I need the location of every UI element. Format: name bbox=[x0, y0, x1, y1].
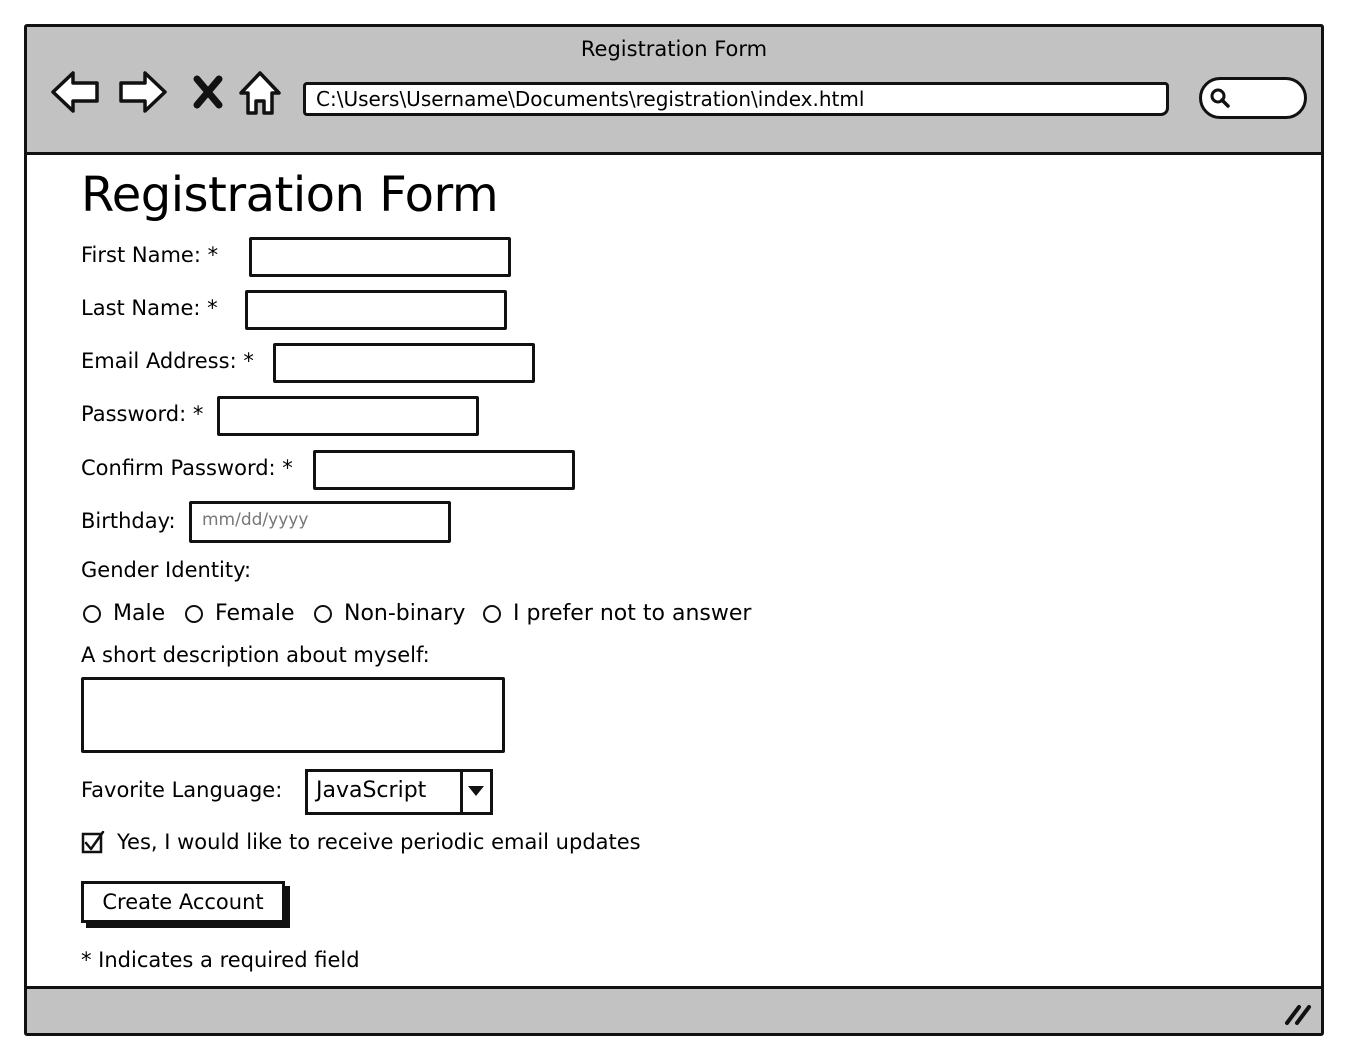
home-icon[interactable] bbox=[233, 65, 287, 119]
language-select[interactable]: JavaScript bbox=[305, 769, 493, 815]
password-input[interactable] bbox=[217, 396, 479, 436]
description-label: A short description about myself: bbox=[81, 643, 430, 667]
create-account-button[interactable]: Create Account bbox=[81, 881, 285, 923]
first-name-input[interactable] bbox=[249, 237, 511, 277]
language-label: Favorite Language: bbox=[81, 778, 283, 802]
chevron-down-icon bbox=[468, 786, 484, 796]
confirm-password-label: Confirm Password: * bbox=[81, 456, 293, 480]
forward-arrow-icon[interactable] bbox=[115, 65, 169, 119]
window-title: Registration Form bbox=[580, 37, 768, 61]
gender-option-label: Non-binary bbox=[344, 601, 466, 626]
description-textarea[interactable] bbox=[81, 677, 505, 753]
required-footnote: * Indicates a required field bbox=[81, 948, 360, 972]
gender-option-label: I prefer not to answer bbox=[513, 601, 752, 626]
back-arrow-icon[interactable] bbox=[49, 65, 103, 119]
email-input[interactable] bbox=[273, 343, 535, 383]
email-updates-checkbox[interactable] bbox=[81, 830, 105, 855]
birthday-label: Birthday: bbox=[81, 509, 176, 533]
birthday-input[interactable]: mm/dd/yyyy bbox=[189, 501, 451, 543]
status-bar bbox=[27, 986, 1321, 1033]
email-updates-label: Yes, I would like to receive periodic em… bbox=[117, 830, 641, 854]
gender-radio-male[interactable]: Male bbox=[83, 601, 165, 626]
confirm-password-input[interactable] bbox=[313, 450, 575, 490]
browser-window: Registration Form C:\Users\Username\Docu… bbox=[24, 24, 1324, 1036]
gender-radio-prefer-not[interactable]: I prefer not to answer bbox=[483, 601, 751, 626]
radio-button[interactable] bbox=[185, 604, 203, 623]
checkmark-icon bbox=[81, 830, 105, 854]
last-name-input[interactable] bbox=[245, 290, 507, 330]
last-name-label: Last Name: * bbox=[81, 296, 218, 320]
radio-button[interactable] bbox=[314, 604, 332, 623]
gender-label: Gender Identity: bbox=[81, 558, 252, 582]
address-bar[interactable]: C:\Users\Username\Documents\registration… bbox=[303, 82, 1169, 116]
radio-button[interactable] bbox=[83, 604, 101, 623]
search-icon bbox=[1210, 88, 1230, 108]
radio-button[interactable] bbox=[483, 604, 501, 623]
language-selected-value: JavaScript bbox=[316, 778, 427, 803]
browser-chrome: Registration Form C:\Users\Username\Docu… bbox=[27, 27, 1321, 155]
gender-option-label: Female bbox=[215, 601, 295, 626]
password-label: Password: * bbox=[81, 402, 204, 426]
gender-radio-female[interactable]: Female bbox=[185, 601, 295, 626]
email-label: Email Address: * bbox=[81, 349, 254, 373]
page-title: Registration Form bbox=[81, 167, 499, 223]
dropdown-toggle[interactable] bbox=[460, 772, 490, 812]
resize-grip-icon[interactable] bbox=[1283, 1001, 1313, 1027]
page-content: Registration Form First Name: * Last Nam… bbox=[27, 155, 1321, 989]
stop-icon[interactable] bbox=[181, 65, 235, 119]
first-name-label: First Name: * bbox=[81, 243, 219, 267]
browser-search-box[interactable] bbox=[1199, 77, 1307, 119]
gender-option-label: Male bbox=[113, 601, 166, 626]
gender-radio-non-binary[interactable]: Non-binary bbox=[314, 601, 465, 626]
